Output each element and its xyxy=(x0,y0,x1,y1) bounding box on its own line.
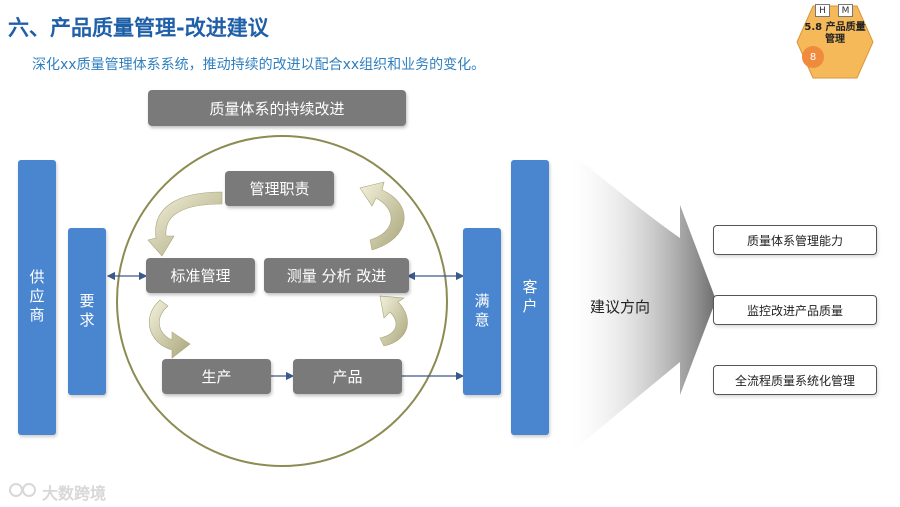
curve-arrow-bottom-right xyxy=(379,295,408,347)
watermark-logo-icon xyxy=(9,483,36,497)
box-management: 管理职责 xyxy=(225,171,334,206)
bar-supplier: 供应商 xyxy=(18,160,56,435)
suggestion-1: 质量体系管理能力 xyxy=(713,225,877,255)
bar-satisfaction: 满意 xyxy=(463,228,501,395)
box-measure-analyze-improve: 测量 分析 改进 xyxy=(264,258,409,293)
top-box-continuous-improvement: 质量体系的持续改进 xyxy=(148,90,406,126)
funnel-shape xyxy=(568,150,716,455)
box-product: 产品 xyxy=(293,359,402,394)
suggestion-3: 全流程质量系统化管理 xyxy=(713,365,877,395)
bar-requirement: 要求 xyxy=(68,228,106,395)
tag-h: H xyxy=(815,4,830,17)
bar-customer: 客户 xyxy=(511,160,549,435)
curve-arrow-top-left xyxy=(147,191,223,257)
badge-label: 5.8 产品质量 管理 xyxy=(804,22,866,45)
direction-label: 建议方向 xyxy=(590,298,651,316)
tag-m: M xyxy=(838,4,853,17)
cycle-circle xyxy=(116,135,448,467)
watermark-text: 大数跨境 xyxy=(42,484,107,503)
curve-arrow-top-right xyxy=(359,181,405,251)
box-production: 生产 xyxy=(162,359,271,394)
box-standard: 标准管理 xyxy=(146,258,255,293)
page-title: 六、产品质量管理-改进建议 xyxy=(8,16,269,40)
suggestion-2: 监控改进产品质量 xyxy=(713,295,877,325)
curve-arrow-bottom-left xyxy=(149,299,191,359)
page-subtitle: 深化xx质量管理体系系统，推动持续的改进以配合xx组织和业务的变化。 xyxy=(32,57,486,73)
badge-number: 8 xyxy=(802,46,824,68)
